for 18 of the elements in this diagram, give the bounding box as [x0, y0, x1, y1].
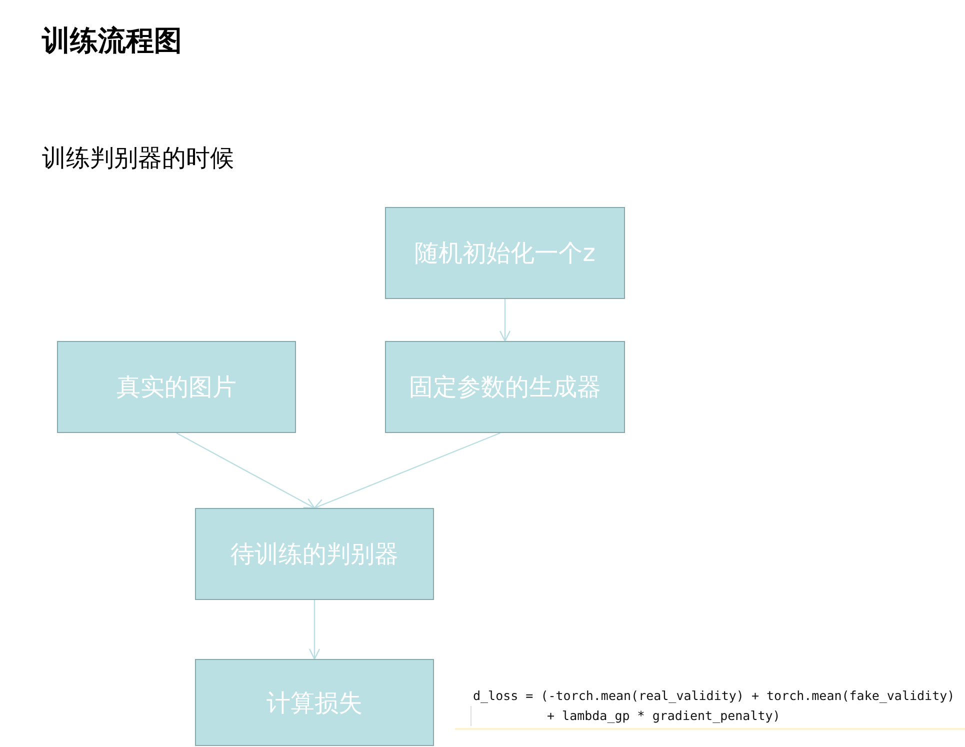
arrow	[314, 432, 500, 510]
box-label: 计算损失	[266, 688, 362, 718]
box-label: 固定参数的生成器	[409, 372, 601, 403]
process-box	[57, 341, 296, 433]
code-line: d_loss = (-torch.mean(real_validity) + torch.mean(fake_validity)	[473, 688, 955, 703]
box-label: 随机初始化一个z	[414, 238, 596, 269]
arrow	[176, 432, 316, 509]
box-label: 待训练的判别器	[230, 539, 398, 570]
diagram-title: 训练流程图	[42, 23, 182, 59]
process-box	[385, 341, 625, 433]
code-line: + lambda_gp * gradient_penalty)	[547, 708, 780, 723]
section-heading: 训练判别器的时候	[42, 143, 234, 174]
arrow	[499, 299, 511, 342]
process-box	[195, 508, 434, 600]
process-box	[385, 207, 625, 299]
process-box	[195, 659, 434, 746]
arrow	[308, 600, 320, 660]
box-label: 真实的图片	[116, 372, 236, 403]
